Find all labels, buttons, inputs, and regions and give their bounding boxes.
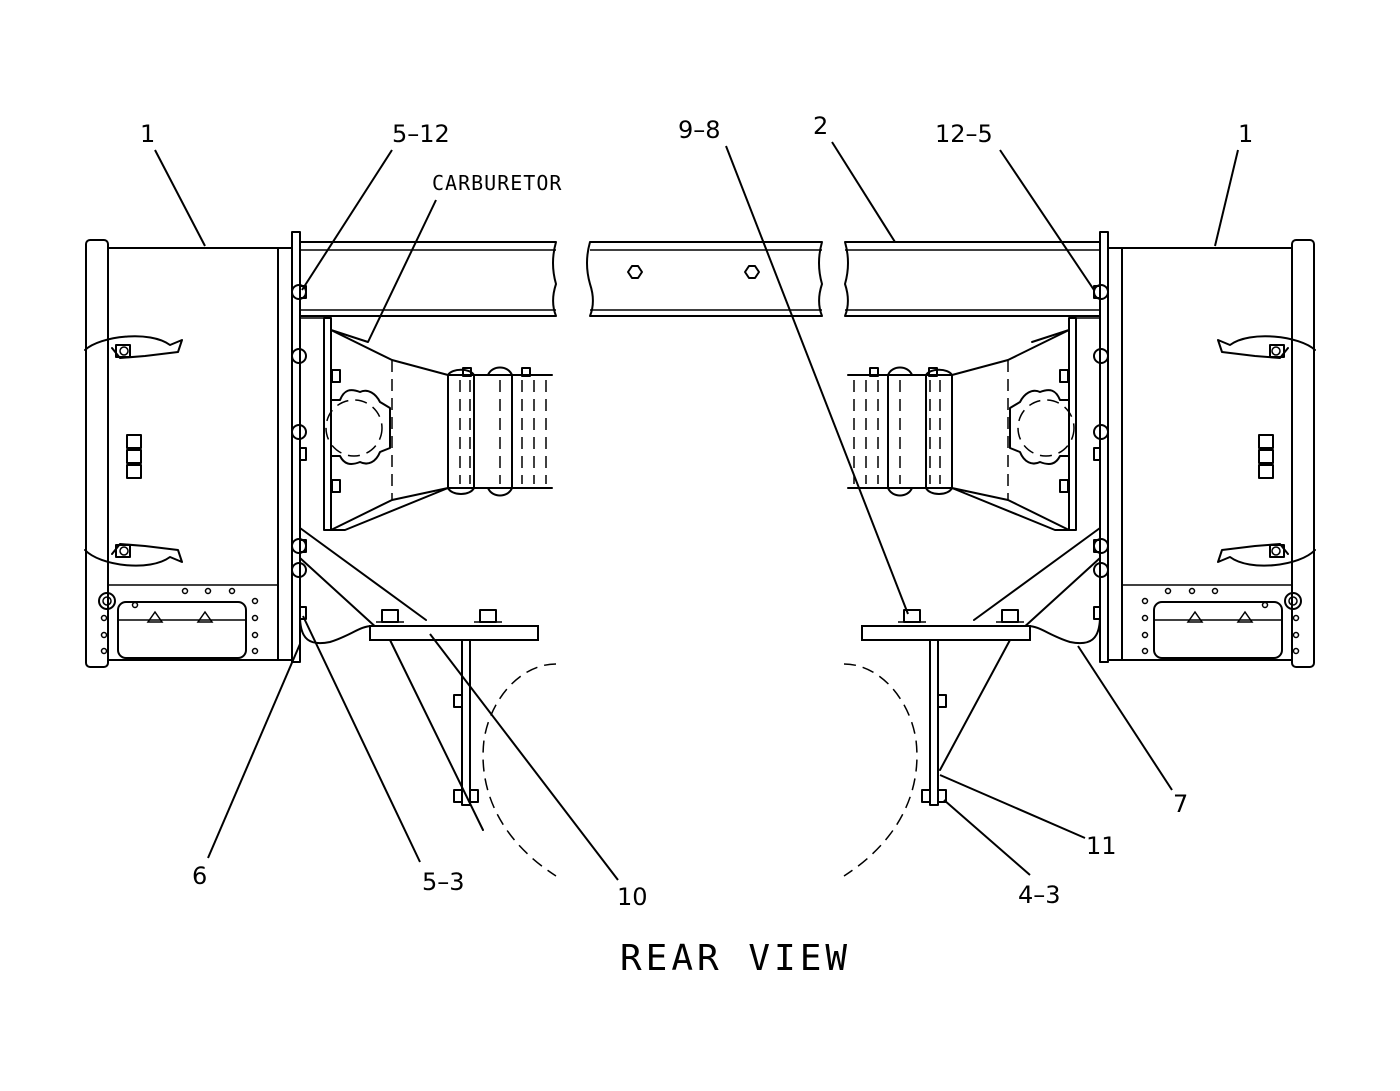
right-box-holes — [1141, 587, 1300, 655]
left-box-holes — [100, 587, 259, 655]
callout-bolt-right-top: 12–5 — [935, 120, 993, 148]
beam-hex-bolt-right — [744, 265, 760, 279]
callout-bolt-right-bottom: 4–3 — [1018, 881, 1061, 909]
callout-strap-right: 7 — [1173, 790, 1188, 818]
left-battery-box — [84, 239, 279, 668]
callout-left-box: 1 — [140, 120, 155, 148]
callout-strap: 6 — [192, 862, 207, 890]
left-mounting-plate — [277, 231, 332, 663]
carburetor-label: CARBURETOR — [432, 171, 562, 195]
right-box-latch-bottom — [1217, 543, 1316, 567]
right-box-indicator — [1258, 434, 1274, 479]
leader-lines — [154, 141, 1239, 881]
callout-brace: 10 — [617, 883, 648, 911]
callout-bolt-left-bottom: 5–3 — [422, 868, 465, 896]
right-bracket — [861, 609, 1031, 806]
left-box-warning-symbols — [146, 610, 214, 623]
right-tire-outline — [843, 663, 918, 877]
right-box-latch-top — [1217, 335, 1316, 359]
left-carburetor — [325, 329, 553, 531]
callout-right-box: 1 — [1238, 120, 1253, 148]
beam-hex-bolt-left — [627, 265, 643, 279]
right-box-warning-symbols — [1186, 610, 1254, 623]
left-tire-outline — [482, 663, 557, 877]
left-box-indicator — [126, 434, 142, 479]
right-carburetor — [847, 329, 1075, 531]
callout-bolt-plate-right: 9–8 — [678, 116, 721, 144]
callout-bolt-left-top: 5–12 — [392, 120, 450, 148]
left-bracket — [369, 609, 539, 806]
right-battery-box — [1121, 239, 1316, 668]
left-box-latch-bottom — [84, 543, 183, 567]
view-title: REAR VIEW — [620, 938, 851, 979]
callout-beam: 2 — [813, 112, 828, 140]
callout-bracket-right: 11 — [1086, 832, 1117, 860]
left-box-latch-top — [84, 335, 183, 359]
right-mounting-plate — [1068, 231, 1123, 663]
top-beam — [299, 241, 1101, 317]
left-brace — [299, 487, 484, 831]
